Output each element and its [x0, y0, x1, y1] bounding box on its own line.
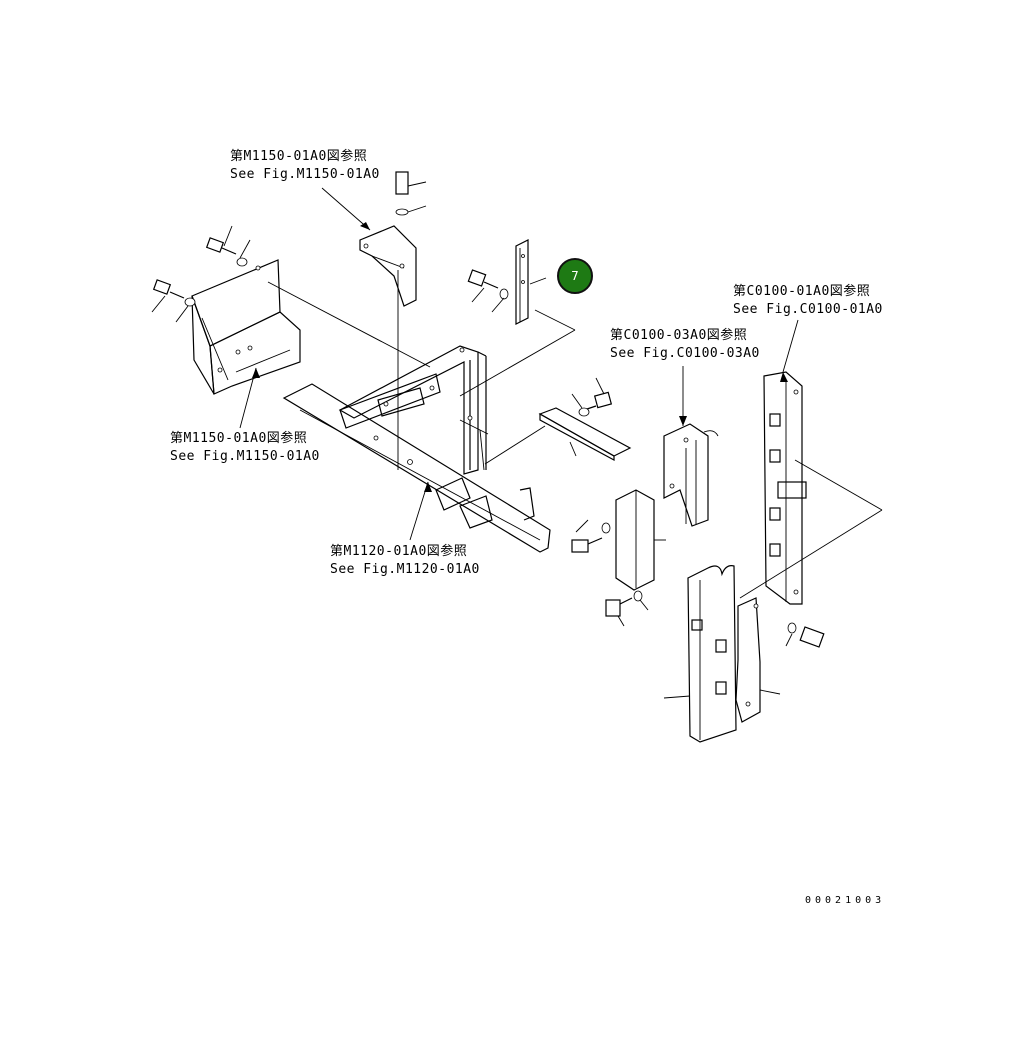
reference-c0100-01: 第C0100-01A0図参照 See Fig.C0100-01A0	[733, 283, 883, 319]
document-number: 00021003	[805, 895, 886, 906]
center-bolt	[467, 269, 509, 313]
reference-leaders	[239, 187, 799, 541]
reference-m1120: 第M1120-01A0図参照 See Fig.M1120-01A0	[330, 543, 480, 579]
c0100-03-bracket	[663, 423, 719, 527]
reference-en-text: See Fig.M1120-01A0	[330, 562, 480, 577]
main-frame	[282, 345, 551, 553]
reference-jp-text: 第C0100-03A0図参照	[610, 328, 748, 343]
reference-jp-text: 第M1120-01A0図参照	[330, 544, 468, 559]
reference-jp-text: 第C0100-01A0図参照	[733, 284, 871, 299]
top-center-bracket	[359, 171, 427, 307]
middle-bracket	[538, 377, 632, 462]
reference-c0100-03: 第C0100-03A0図参照 See Fig.C0100-03A0	[610, 327, 760, 363]
right-tall-panel	[763, 371, 807, 605]
left-bracket	[191, 259, 301, 395]
reference-en-text: See Fig.M1150-01A0	[230, 167, 380, 182]
reference-jp-text: 第M1150-01A0図参照	[230, 149, 368, 164]
left-bolts	[151, 225, 251, 323]
reference-jp-text: 第M1150-01A0図参照	[170, 431, 308, 446]
part-7-hotspot[interactable]: 7	[557, 258, 593, 294]
vertical-strip	[515, 239, 547, 325]
reference-en-text: See Fig.M1150-01A0	[170, 449, 320, 464]
reference-en-text: See Fig.C0100-03A0	[610, 346, 760, 361]
reference-m1150-left: 第M1150-01A0図参照 See Fig.M1150-01A0	[170, 430, 320, 466]
seal-pieces	[663, 565, 825, 743]
arrow-heads	[252, 222, 788, 492]
reference-m1150-top: 第M1150-01A0図参照 See Fig.M1150-01A0	[230, 148, 380, 184]
reference-en-text: See Fig.C0100-01A0	[733, 302, 883, 317]
lower-center-panel	[571, 489, 666, 627]
